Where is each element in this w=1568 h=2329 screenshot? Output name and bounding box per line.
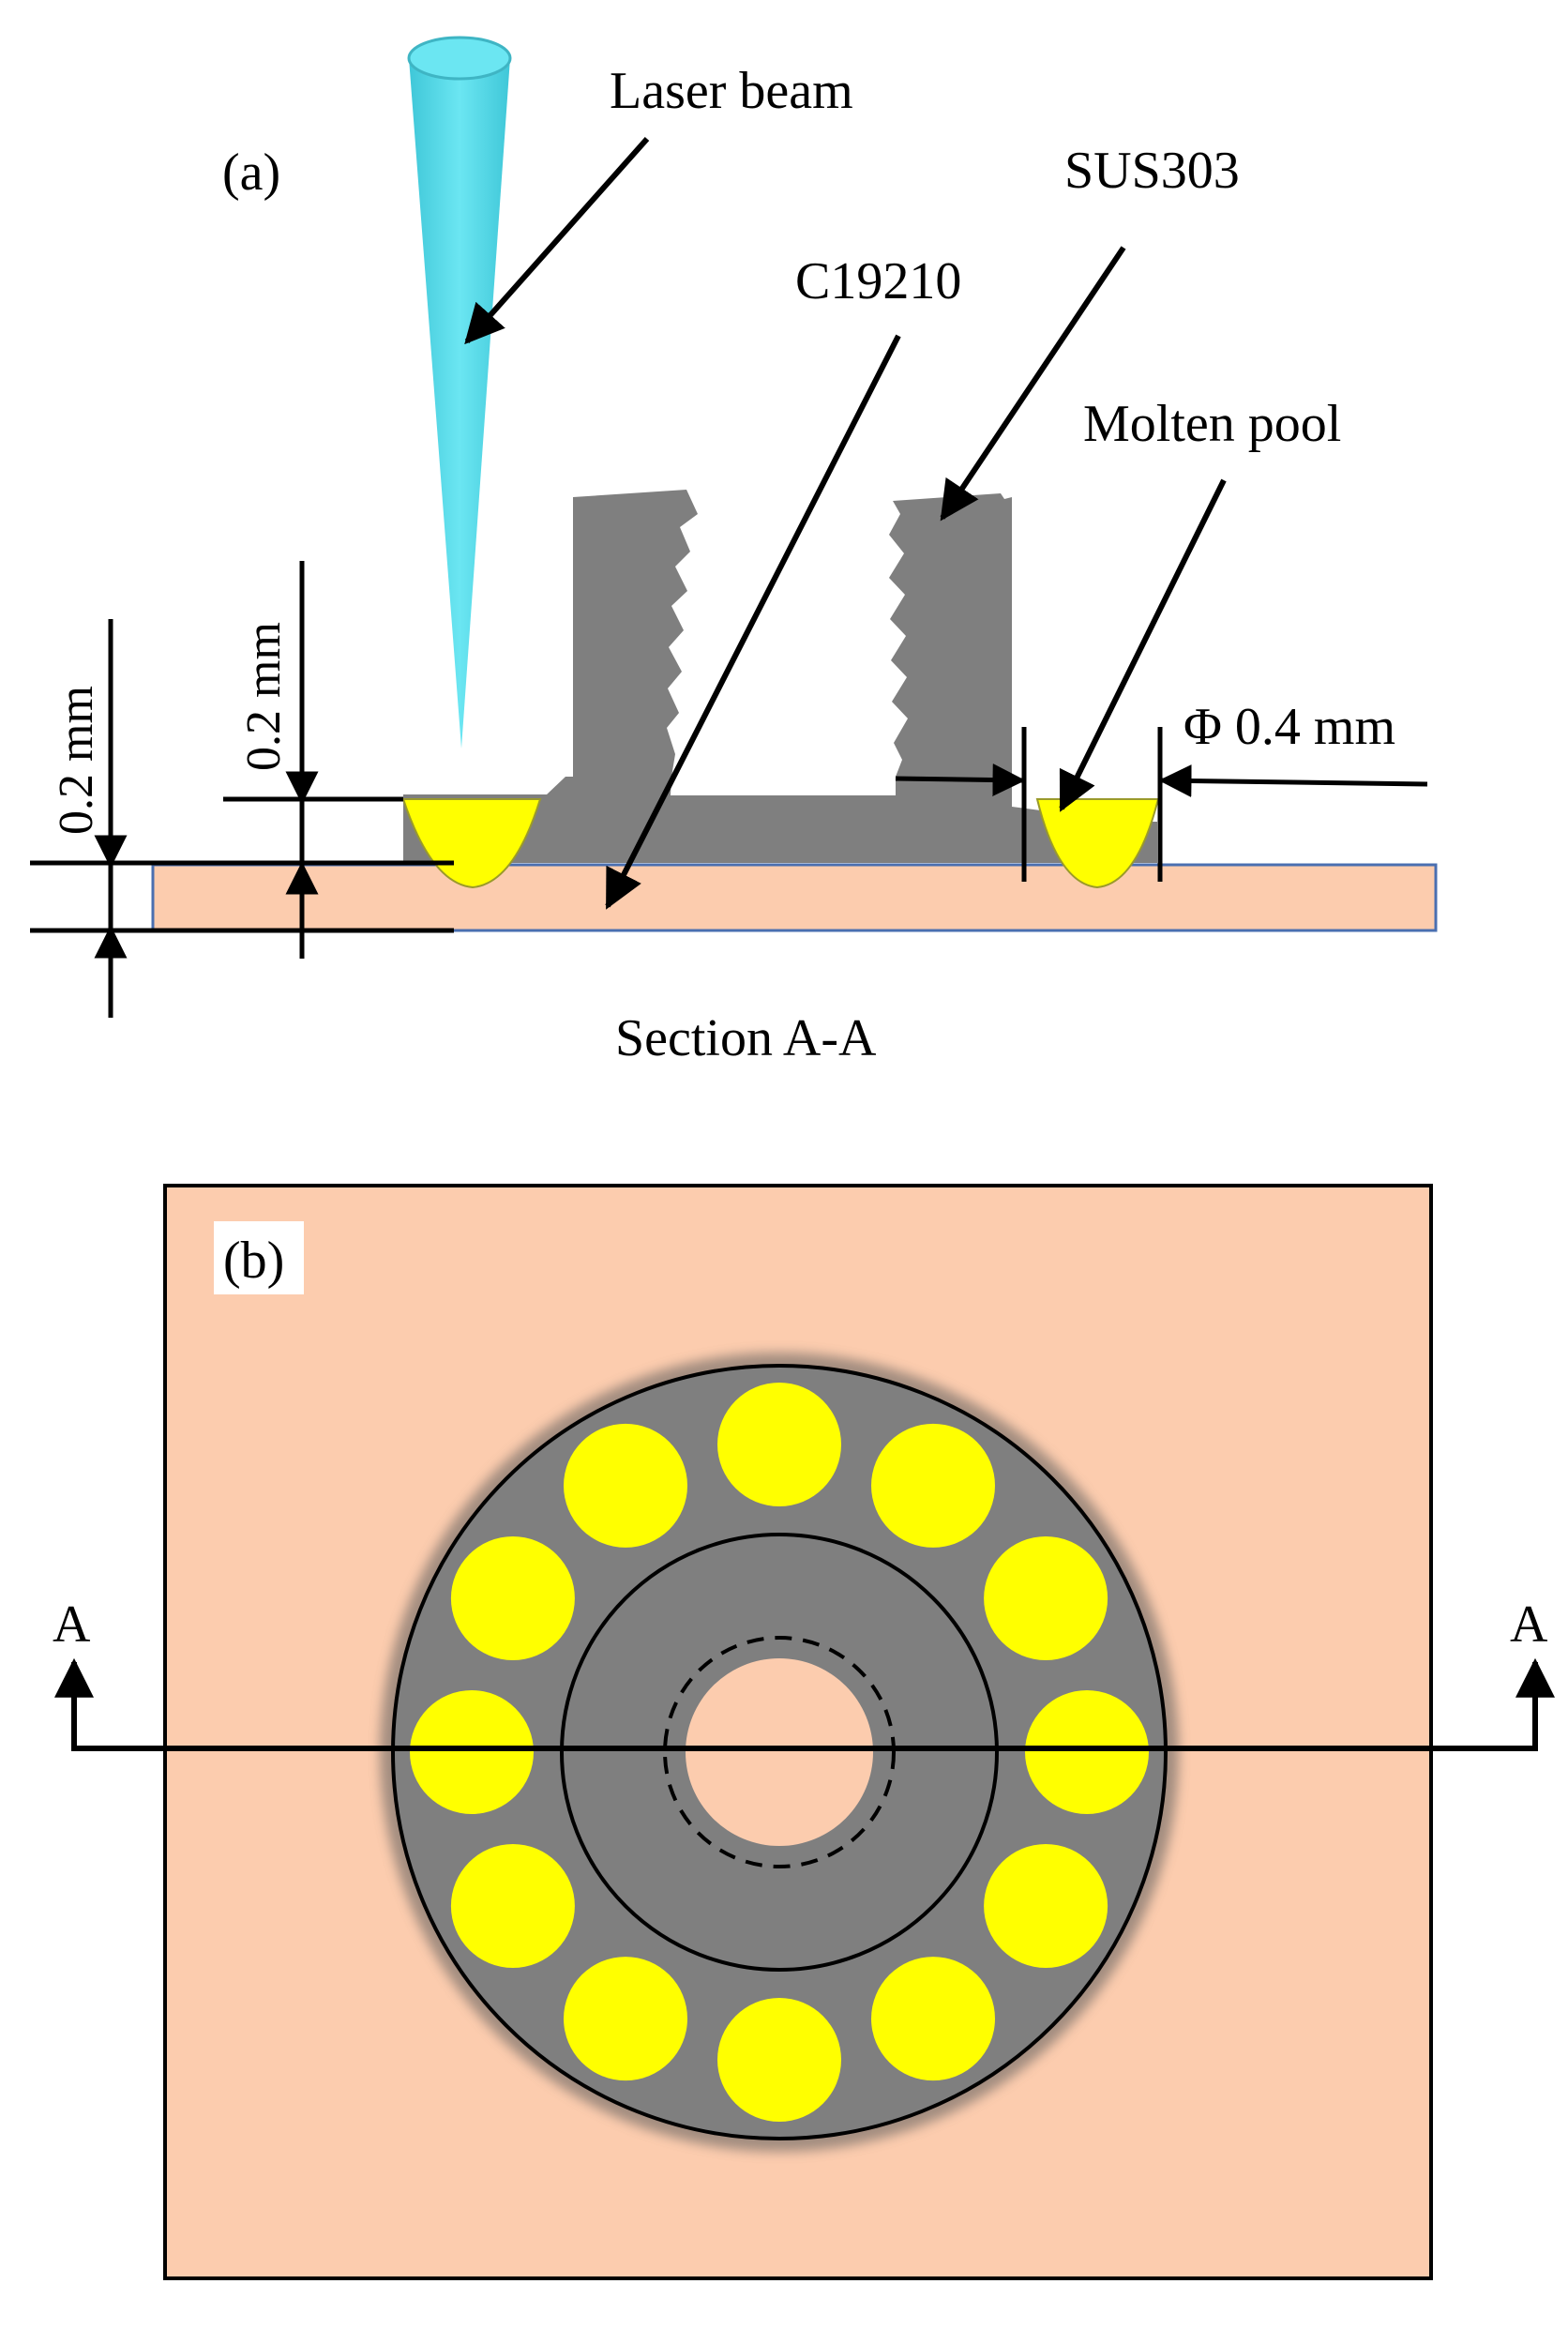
- molten-pool-spot: [1025, 1690, 1149, 1814]
- c19210-substrate: [151, 863, 1438, 932]
- molten-pool-right: [1035, 798, 1160, 889]
- section-line: [54, 1657, 1555, 1751]
- pointer-arrows: [464, 137, 1227, 910]
- laser-beam-label: Laser beam: [610, 62, 853, 120]
- molten-pool-spot: [871, 1957, 995, 2081]
- dim-diameter-arrow-left: [895, 764, 1026, 797]
- laser-beam-top: [407, 36, 512, 81]
- panel-b-label: (b): [223, 1232, 284, 1290]
- dim-inner-label: 0.2 mm: [237, 622, 291, 771]
- molten-pool-ring: [410, 1383, 1149, 2122]
- molten-pool-spot: [871, 1423, 995, 1548]
- dimension-lines: [30, 561, 1428, 1018]
- panel-b: (b) A A: [53, 1184, 1555, 2280]
- molten-pool-spot: [717, 1383, 841, 1506]
- molten-pool-spot: [984, 1536, 1108, 1660]
- laser-beam-arrow: [464, 137, 650, 345]
- sus303-label: SUS303: [1064, 142, 1240, 200]
- panel-b-label-box: [214, 1221, 304, 1294]
- molten-pool-spot: [984, 1844, 1108, 1968]
- hidden-bore-dashed: [663, 1636, 896, 1868]
- panel-a-label: (a): [222, 144, 280, 202]
- molten-pool-spot: [450, 1536, 575, 1660]
- sus303-arrow: [940, 246, 1126, 522]
- sus303-body: [403, 490, 1157, 863]
- dim-diameter-arrow-right: [1158, 764, 1428, 797]
- molten-pool-label: Molten pool: [1083, 395, 1341, 453]
- center-hole: [686, 1658, 873, 1846]
- molten-pool-spot: [564, 1957, 687, 2081]
- panel-a: (a) Laser beam SUS303 C19210 Molten pool: [30, 36, 1438, 1067]
- dim-outer-label: 0.2 mm: [50, 686, 103, 835]
- section-mark-left: A: [53, 1596, 91, 1654]
- molten-pool-spot: [450, 1844, 575, 1968]
- section-mark-right: A: [1510, 1596, 1548, 1654]
- c19210-label: C19210: [795, 252, 961, 310]
- c19210-arrow: [605, 334, 901, 910]
- laser-beam-cone: [409, 58, 510, 749]
- molten-pool-arrow: [1059, 478, 1227, 812]
- dim-diameter-label: Φ 0.4 mm: [1184, 698, 1395, 756]
- molten-pool-spot: [717, 1998, 841, 2122]
- molten-pool-spot: [564, 1423, 687, 1548]
- molten-pool-spot: [410, 1690, 534, 1814]
- section-caption: Section A-A: [615, 1009, 877, 1067]
